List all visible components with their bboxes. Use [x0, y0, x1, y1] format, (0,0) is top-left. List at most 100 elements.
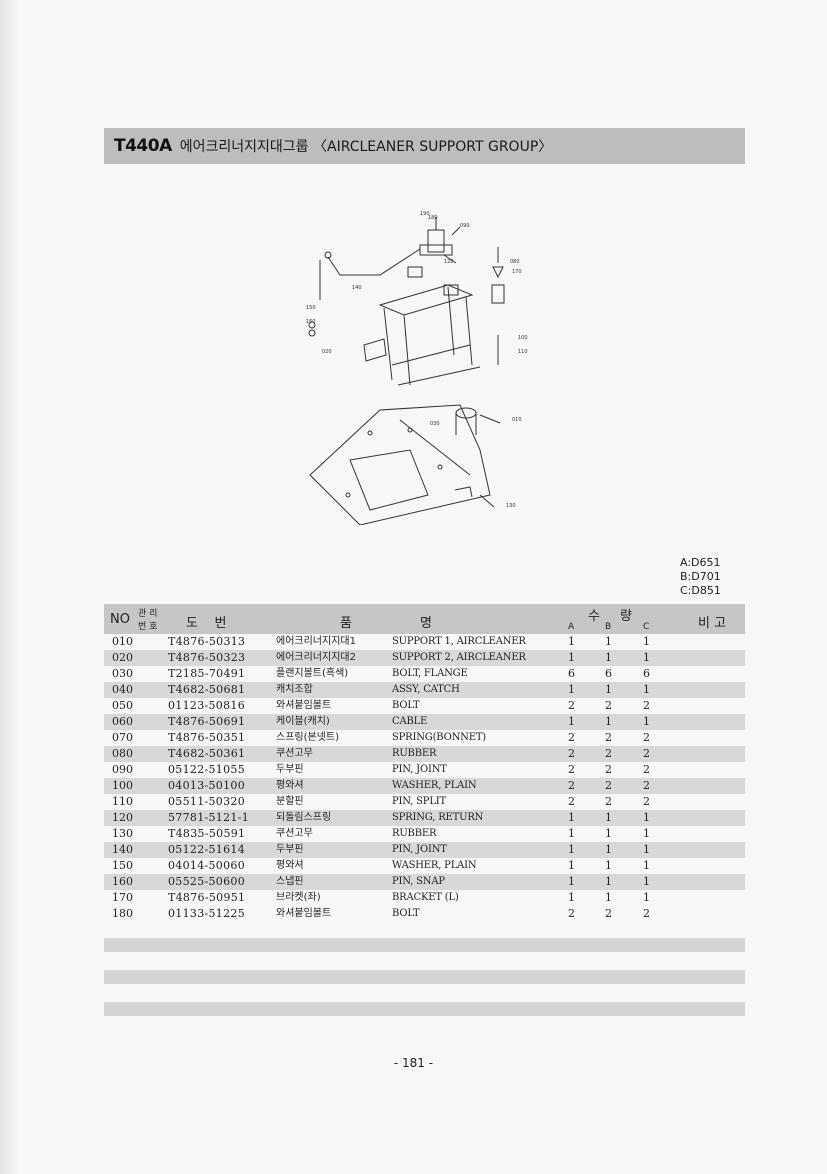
row-name-ko: 와셔붙임볼트 [276, 908, 332, 919]
row-no: 110 [112, 795, 133, 808]
row-qty-c: 6 [643, 667, 650, 680]
spring [491, 284, 505, 304]
row-name-en: PIN, JOINT [392, 844, 447, 855]
blank-row-band [104, 938, 745, 952]
diagram-callout-label: 030 [430, 421, 440, 427]
row-part-no: 01123-50816 [168, 699, 246, 712]
row-name-ko: 에어크리너지지대1 [276, 636, 356, 647]
row-qty-a: 2 [568, 699, 575, 712]
section-title-bar: T440A 에어크리너지지대그룹 〈AIRCLEANER SUPPORT GRO… [104, 128, 745, 164]
row-name-en: WASHER, PLAIN [392, 780, 477, 791]
header-qty-right: 량 [620, 609, 632, 624]
blank-row-band [104, 1002, 745, 1016]
row-name-ko: 스냅핀 [276, 876, 304, 887]
row-qty-b: 2 [605, 747, 612, 760]
row-qty-b: 1 [605, 875, 612, 888]
row-qty-b: 6 [605, 667, 612, 680]
diagram-callout-label: 180 [428, 215, 438, 221]
row-qty-b: 1 [605, 891, 612, 904]
diagram-callout-label: 080 [510, 259, 520, 265]
row-qty-a: 1 [568, 875, 575, 888]
header-qty-left: 수 [588, 609, 600, 624]
row-name-en: SPRING(BONNET) [392, 732, 487, 743]
row-qty-b: 1 [605, 811, 612, 824]
row-name-ko: 스프링(본넷트) [276, 732, 340, 743]
row-name-en: WASHER, PLAIN [392, 860, 477, 871]
row-qty-a: 1 [568, 635, 575, 648]
row-part-no: 05525-50600 [168, 875, 246, 888]
row-name-ko: 평와셔 [276, 860, 304, 871]
row-part-no: T4876-50323 [168, 651, 246, 664]
row-qty-c: 2 [643, 763, 650, 776]
header-remarks: 비 고 [698, 616, 727, 631]
row-name-en: BOLT, FLANGE [392, 668, 468, 679]
header-mgmt-top: 관 리 [138, 609, 158, 619]
row-part-no: 01133-51225 [168, 907, 246, 920]
row-no: 130 [112, 827, 133, 840]
row-no: 080 [112, 747, 133, 760]
row-name-ko: 브라켓(좌) [276, 892, 321, 903]
row-part-no: T4682-50681 [168, 683, 246, 696]
diagram-callout-label: 120 [444, 259, 454, 265]
base-plate [309, 404, 491, 526]
row-name-ko: 와셔붙임볼트 [276, 700, 332, 711]
row-qty-c: 1 [643, 875, 650, 888]
row-qty-c: 2 [643, 907, 650, 920]
row-part-no: T4876-50313 [168, 635, 246, 648]
header-name-right: 명 [420, 616, 432, 631]
diagram-callout-label: 020 [322, 349, 332, 355]
row-qty-a: 1 [568, 843, 575, 856]
model-legend-item: B:D701 [680, 570, 721, 583]
row-part-no: T4835-50591 [168, 827, 246, 840]
row-qty-b: 2 [605, 907, 612, 920]
header-col-b: B [605, 622, 612, 632]
catch-assembly [427, 229, 445, 253]
row-qty-a: 1 [568, 715, 575, 728]
row-qty-c: 1 [643, 811, 650, 824]
diagram-callout-label: 110 [518, 349, 528, 355]
row-name-en: CABLE [392, 716, 428, 727]
row-qty-b: 2 [605, 731, 612, 744]
row-qty-b: 1 [605, 859, 612, 872]
row-no: 040 [112, 683, 133, 696]
row-part-no: 05122-51055 [168, 763, 246, 776]
row-no: 150 [112, 859, 133, 872]
row-name-en: RUBBER [392, 828, 437, 839]
row-qty-a: 2 [568, 907, 575, 920]
row-qty-b: 1 [605, 651, 612, 664]
row-qty-a: 1 [568, 683, 575, 696]
row-qty-a: 1 [568, 827, 575, 840]
row-qty-c: 2 [643, 699, 650, 712]
header-part-no: 도 번 [186, 616, 227, 631]
row-part-no: 04013-50100 [168, 779, 246, 792]
row-qty-c: 2 [643, 795, 650, 808]
diagram-callout-label: 090 [460, 223, 470, 229]
header-col-c: C [643, 622, 650, 632]
section-title: 에어크리너지지대그룹 〈AIRCLEANER SUPPORT GROUP〉 [179, 139, 553, 155]
row-qty-c: 2 [643, 779, 650, 792]
row-no: 050 [112, 699, 133, 712]
row-qty-a: 2 [568, 763, 575, 776]
row-qty-c: 1 [643, 827, 650, 840]
row-part-no: T4876-50691 [168, 715, 246, 728]
row-name-ko: 평와셔 [276, 780, 304, 791]
row-no: 060 [112, 715, 133, 728]
row-qty-a: 1 [568, 891, 575, 904]
row-no: 180 [112, 907, 133, 920]
row-part-no: T4682-50361 [168, 747, 246, 760]
row-name-ko: 되돌림스프링 [276, 812, 332, 823]
